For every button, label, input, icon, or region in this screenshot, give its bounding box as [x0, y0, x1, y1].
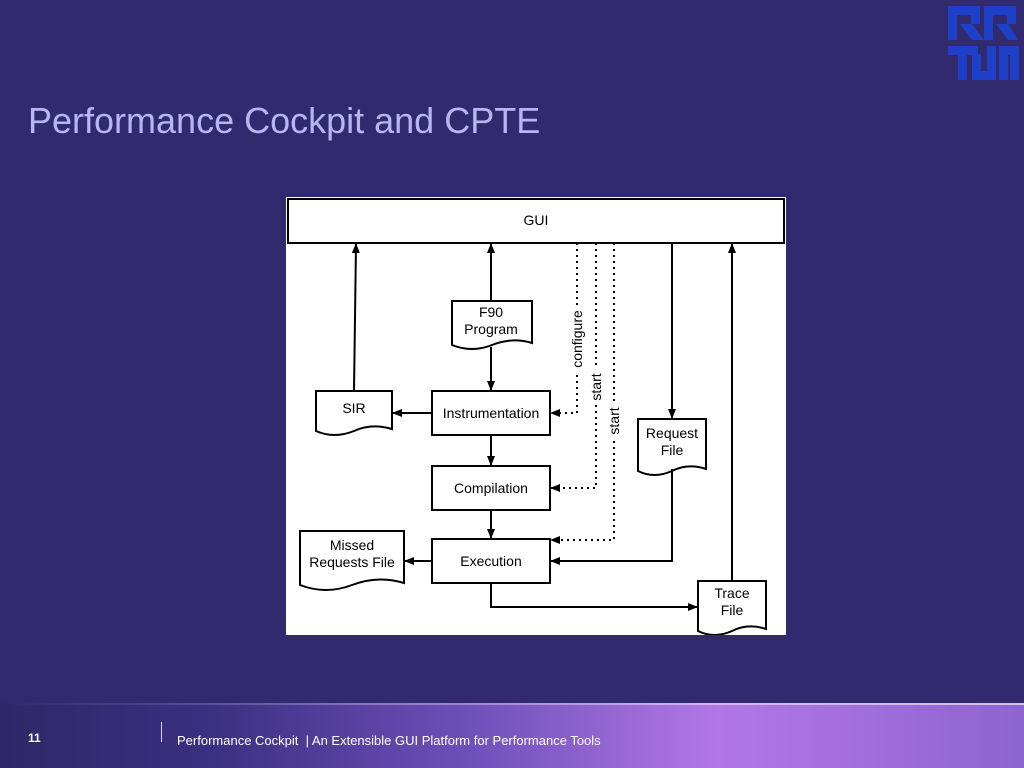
- slide-title: Performance Cockpit and CPTE: [28, 100, 541, 141]
- execution-box: Execution: [431, 538, 551, 584]
- tum-logo-icon: [948, 6, 1019, 80]
- missed-label-2: Requests File: [309, 554, 395, 570]
- request-label-1: Request: [646, 425, 698, 441]
- trace-label-2: File: [721, 602, 744, 618]
- instrumentation-label: Instrumentation: [443, 405, 540, 421]
- configure-label: configure: [569, 310, 585, 368]
- execution-label: Execution: [460, 553, 521, 569]
- footer-separator: [161, 722, 162, 742]
- dotted-configure-arrow: [550, 243, 578, 417]
- f90-label-2: Program: [464, 321, 518, 337]
- arrow-sir-to-gui: [351, 243, 360, 392]
- request-label-2: File: [661, 442, 684, 458]
- trace-file-doc: Trace File: [697, 580, 767, 635]
- page-number: 11: [28, 731, 41, 745]
- missed-requests-doc: Missed Requests File: [299, 530, 405, 591]
- compilation-label: Compilation: [454, 480, 528, 496]
- instrumentation-box: Instrumentation: [431, 390, 551, 436]
- footer-caption: Performance Cockpit | An Extensible GUI …: [177, 733, 601, 748]
- footer-divider: [0, 703, 1024, 705]
- start-label-1: start: [588, 373, 604, 400]
- arrow-request-to-execution: [550, 469, 673, 565]
- f90-label-1: F90: [479, 304, 503, 320]
- gui-label: GUI: [524, 212, 549, 228]
- request-file-doc: Request File: [637, 418, 707, 476]
- start-label-2: start: [606, 407, 622, 434]
- footer-subtitle: | An Extensible GUI Platform for Perform…: [305, 733, 601, 748]
- dotted-start-execution-arrow: [550, 243, 615, 544]
- compilation-box: Compilation: [431, 465, 551, 511]
- arrow-execution-to-trace: [490, 583, 698, 611]
- missed-label-1: Missed: [330, 537, 374, 553]
- sir-label: SIR: [342, 400, 365, 416]
- gui-box: GUI: [287, 198, 785, 244]
- f90-program-doc: F90 Program: [451, 300, 533, 350]
- architecture-diagram: GUI F90 Program Instrumentation Compilat…: [286, 197, 786, 635]
- sir-doc: SIR: [315, 390, 393, 436]
- trace-label-1: Trace: [714, 585, 749, 601]
- footer-band: [0, 703, 1024, 768]
- footer-title: Performance Cockpit: [177, 733, 299, 748]
